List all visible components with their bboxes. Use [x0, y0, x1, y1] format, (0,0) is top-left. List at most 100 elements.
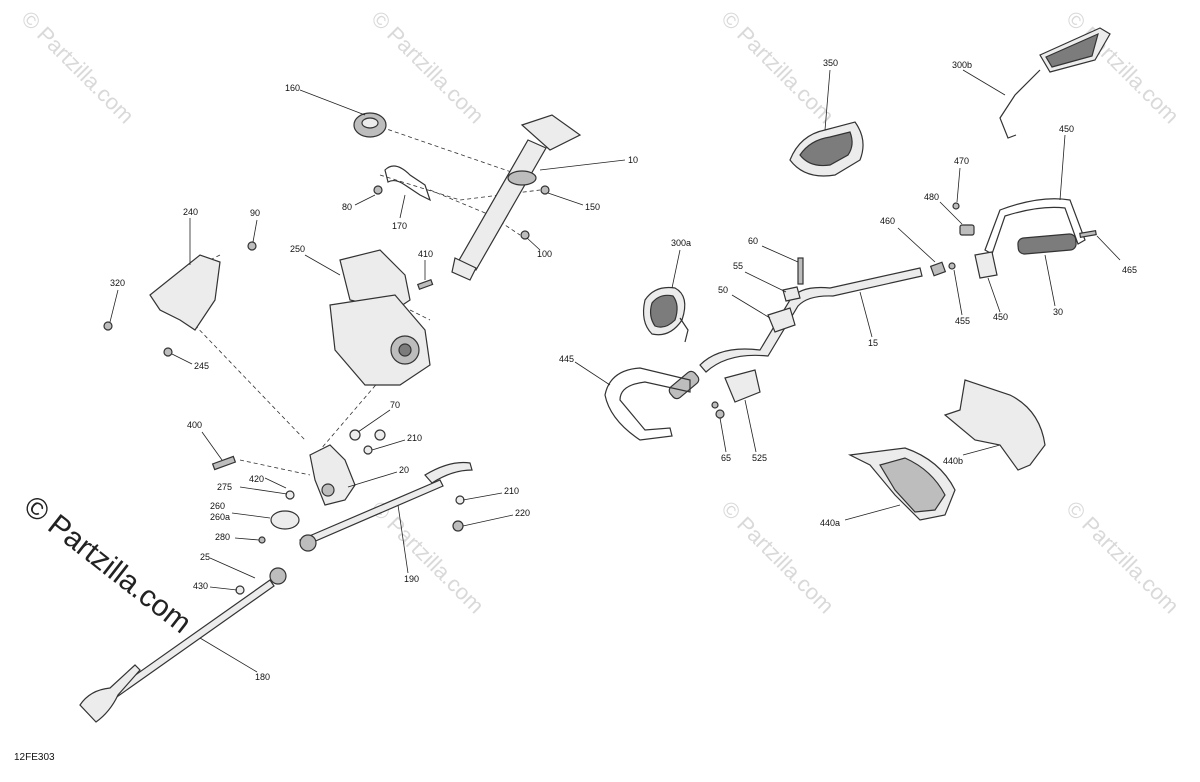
- leader: [547, 192, 584, 206]
- callout-470: 470: [954, 156, 969, 166]
- bracket-clamp: [384, 165, 432, 202]
- leader: [199, 637, 258, 673]
- callout-260a: 260a: [210, 512, 230, 522]
- callout-190: 190: [404, 574, 419, 584]
- bolt: [103, 321, 113, 331]
- callout-280: 280: [215, 532, 230, 542]
- callout-240: 240: [183, 207, 198, 217]
- ps-output-shaft: [398, 343, 412, 357]
- handlebar-group: [604, 27, 1111, 521]
- hand-guard-left: [604, 367, 691, 441]
- bolt-400: [211, 455, 237, 471]
- callout-450: 450: [1059, 124, 1074, 134]
- callout-460: 460: [880, 216, 895, 226]
- nut: [235, 585, 245, 595]
- leader: [299, 89, 366, 116]
- leader: [956, 167, 961, 203]
- watermark-tile: © Partzilla.com: [1061, 496, 1184, 619]
- nut: [349, 429, 361, 441]
- column-bearing: [507, 170, 537, 186]
- drawing-code: 12FE303: [14, 752, 55, 763]
- bolt: [163, 347, 173, 357]
- callout-440b: 440b: [943, 456, 963, 466]
- leader: [462, 514, 514, 527]
- callout-300a: 300a: [671, 238, 691, 248]
- washer-65: [715, 409, 725, 419]
- handlebar: [699, 267, 923, 373]
- callout-455: 455: [955, 316, 970, 326]
- tie-rod-end-left: [79, 664, 141, 723]
- callout-480: 480: [924, 192, 939, 202]
- callout-450b: 450: [993, 312, 1008, 322]
- washer: [455, 495, 465, 505]
- clamp-55: [782, 286, 801, 302]
- callout-350: 350: [823, 58, 838, 68]
- handguard-shell-a-inner: [879, 457, 946, 513]
- callout-445: 445: [559, 354, 574, 364]
- bar-end-460: [929, 261, 947, 277]
- callout-80: 80: [342, 202, 352, 212]
- handguard-shell-b: [943, 379, 1046, 471]
- handlebar-cover-top: [799, 131, 853, 167]
- mirror-right-stem: [999, 69, 1041, 139]
- leader: [252, 219, 258, 243]
- pitman-ball: [321, 483, 335, 497]
- callout-100: 100: [537, 249, 552, 259]
- column-top-flange: [520, 114, 582, 151]
- mount-bracket: [149, 254, 221, 331]
- callout-65: 65: [721, 453, 731, 463]
- assembly-line: [189, 319, 306, 441]
- watermark-main: © Partzilla.com: [18, 490, 198, 640]
- bolt: [258, 536, 266, 544]
- leader: [399, 194, 406, 219]
- bar-clamp-525: [724, 369, 761, 403]
- callout-10: 10: [628, 155, 638, 165]
- assembly-line: [199, 254, 221, 266]
- leader: [962, 69, 1006, 96]
- leader: [357, 409, 391, 433]
- watermark-tile: © Partzilla.com: [16, 6, 139, 129]
- watermark-tile: © Partzilla.com: [716, 6, 839, 129]
- ball-joint: [269, 567, 287, 585]
- callout-labels: 160 10 80 170 150 240 90 100 250 410 320…: [110, 58, 1137, 682]
- leader: [897, 227, 936, 263]
- leader: [1096, 235, 1121, 261]
- grip-left: [668, 370, 700, 400]
- callout-410: 410: [418, 249, 433, 259]
- leader: [744, 271, 787, 293]
- callout-250: 250: [290, 244, 305, 254]
- leader-lines: [109, 69, 1121, 673]
- bearing-seal-hole: [361, 117, 379, 129]
- callout-430: 430: [193, 581, 208, 591]
- nut: [374, 429, 386, 441]
- leader: [239, 486, 288, 495]
- plate-260: [270, 510, 300, 530]
- mirror-right-glass: [1045, 32, 1099, 68]
- leader: [824, 69, 831, 131]
- callout-15: 15: [868, 338, 878, 348]
- ball-joint: [299, 534, 317, 552]
- guard-mount: [974, 251, 998, 279]
- leader: [1044, 254, 1056, 307]
- pitman-arm: [309, 444, 356, 506]
- leader: [744, 399, 757, 453]
- callout-400: 400: [187, 420, 202, 430]
- assembly-line: [239, 459, 311, 476]
- bar-clamp-50: [767, 307, 796, 333]
- mirror-left-glass: [649, 294, 678, 328]
- bolt-60: [797, 257, 804, 285]
- washer: [363, 445, 373, 455]
- bolt: [520, 230, 530, 240]
- mirror-left-stem: [679, 317, 689, 343]
- assembly-line: [319, 379, 381, 451]
- leader: [761, 245, 799, 263]
- watermark-tile: © Partzilla.com: [716, 496, 839, 619]
- leader: [987, 277, 1001, 313]
- callout-25: 25: [200, 552, 210, 562]
- leader: [171, 353, 193, 365]
- leader: [731, 294, 771, 319]
- leader: [671, 249, 681, 289]
- callout-55: 55: [733, 261, 743, 271]
- tie-rod-end-right: [424, 461, 473, 484]
